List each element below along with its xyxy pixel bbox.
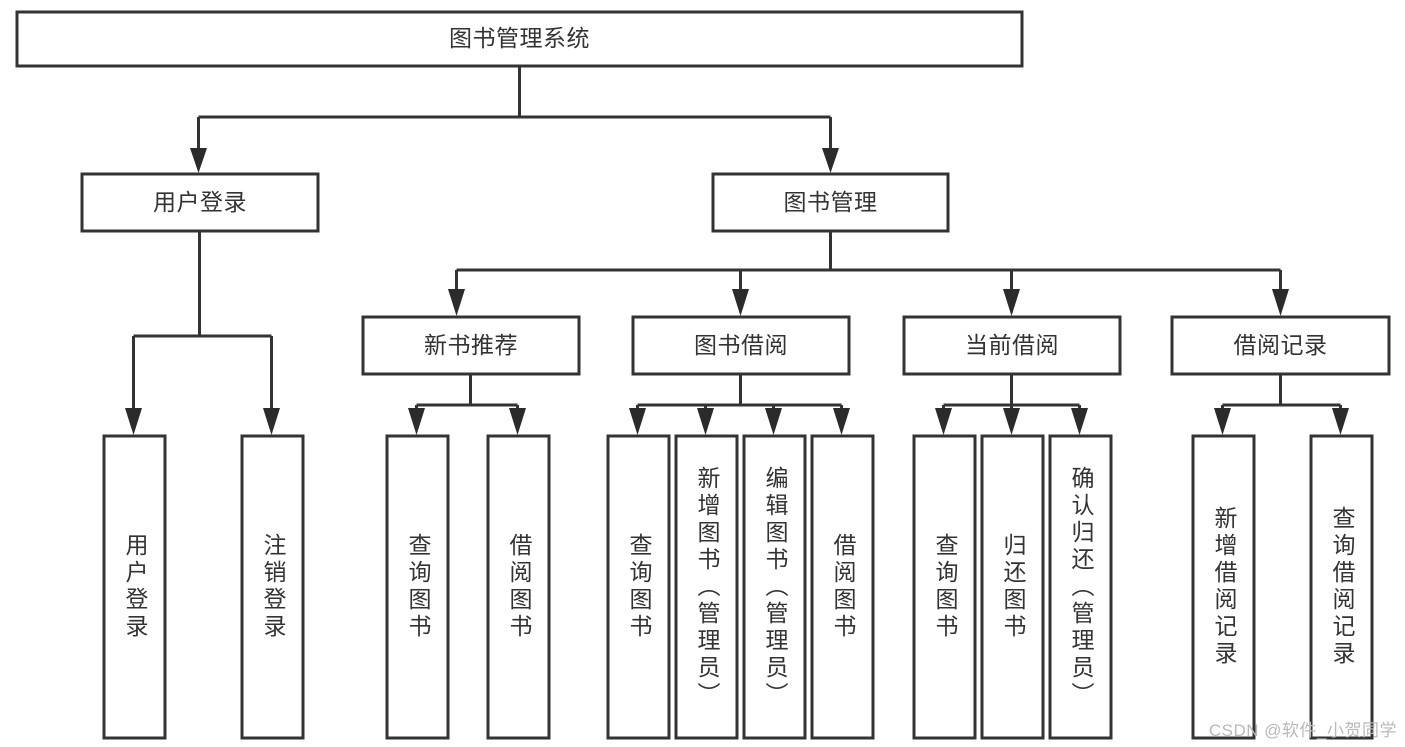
- arrow-head-borrow-record: [1272, 289, 1289, 316]
- node-box-book-borrow[interactable]: [631, 315, 851, 376]
- arrow-head-leaf-query-book-2: [629, 408, 646, 435]
- node-box-root[interactable]: [15, 10, 1024, 68]
- watermark-text: CSDN @软件_小贺同学: [1208, 721, 1397, 740]
- arrow-head-new-book-rec: [448, 289, 465, 316]
- arrow-head-leaf-query-book-1: [408, 408, 425, 435]
- arrow-head-leaf-user-login: [125, 408, 142, 435]
- node-box-current-borrow[interactable]: [902, 315, 1122, 376]
- arrow-head-book-borrow: [732, 289, 749, 316]
- arrow-head-leaf-add-record: [1214, 408, 1231, 435]
- arrow-head-current-borrow: [1003, 289, 1020, 316]
- node-box-leaf-logout-login[interactable]: [240, 434, 305, 740]
- arrow-head-leaf-edit-book: [765, 408, 782, 435]
- arrow-head-leaf-query-record: [1332, 408, 1349, 435]
- node-box-new-book-rec[interactable]: [361, 315, 581, 376]
- arrow-head-leaf-confirm-return: [1071, 408, 1088, 435]
- arrow-head-leaf-add-book: [697, 408, 714, 435]
- arrow-head-leaf-borrow-book-1: [509, 408, 526, 435]
- node-box-leaf-borrow-book-2[interactable]: [810, 434, 875, 740]
- node-box-borrow-record[interactable]: [1170, 315, 1391, 376]
- arrow-head-leaf-logout-login: [263, 408, 280, 435]
- node-box-leaf-add-record[interactable]: [1191, 434, 1256, 740]
- node-box-book-manage[interactable]: [711, 172, 950, 233]
- node-box-leaf-query-record[interactable]: [1309, 434, 1374, 740]
- node-box-leaf-query-book-2[interactable]: [606, 434, 671, 740]
- arrow-head-leaf-return-book: [1003, 408, 1020, 435]
- node-box-leaf-edit-book[interactable]: [742, 434, 807, 740]
- arrow-head-leaf-borrow-book-2: [833, 408, 850, 435]
- arrow-head-leaf-query-book-3: [935, 408, 952, 435]
- arrow-head-book-manage: [822, 148, 839, 173]
- node-box-leaf-borrow-book-1[interactable]: [486, 434, 551, 740]
- node-box-user-login[interactable]: [80, 172, 320, 233]
- node-box-leaf-user-login[interactable]: [102, 434, 167, 740]
- node-box-leaf-confirm-return[interactable]: [1048, 434, 1113, 740]
- node-box-leaf-query-book-3[interactable]: [912, 434, 977, 740]
- node-box-leaf-return-book[interactable]: [980, 434, 1045, 740]
- arrow-head-user-login: [190, 148, 207, 173]
- node-box-leaf-add-book[interactable]: [674, 434, 739, 740]
- node-box-leaf-query-book-1[interactable]: [385, 434, 450, 740]
